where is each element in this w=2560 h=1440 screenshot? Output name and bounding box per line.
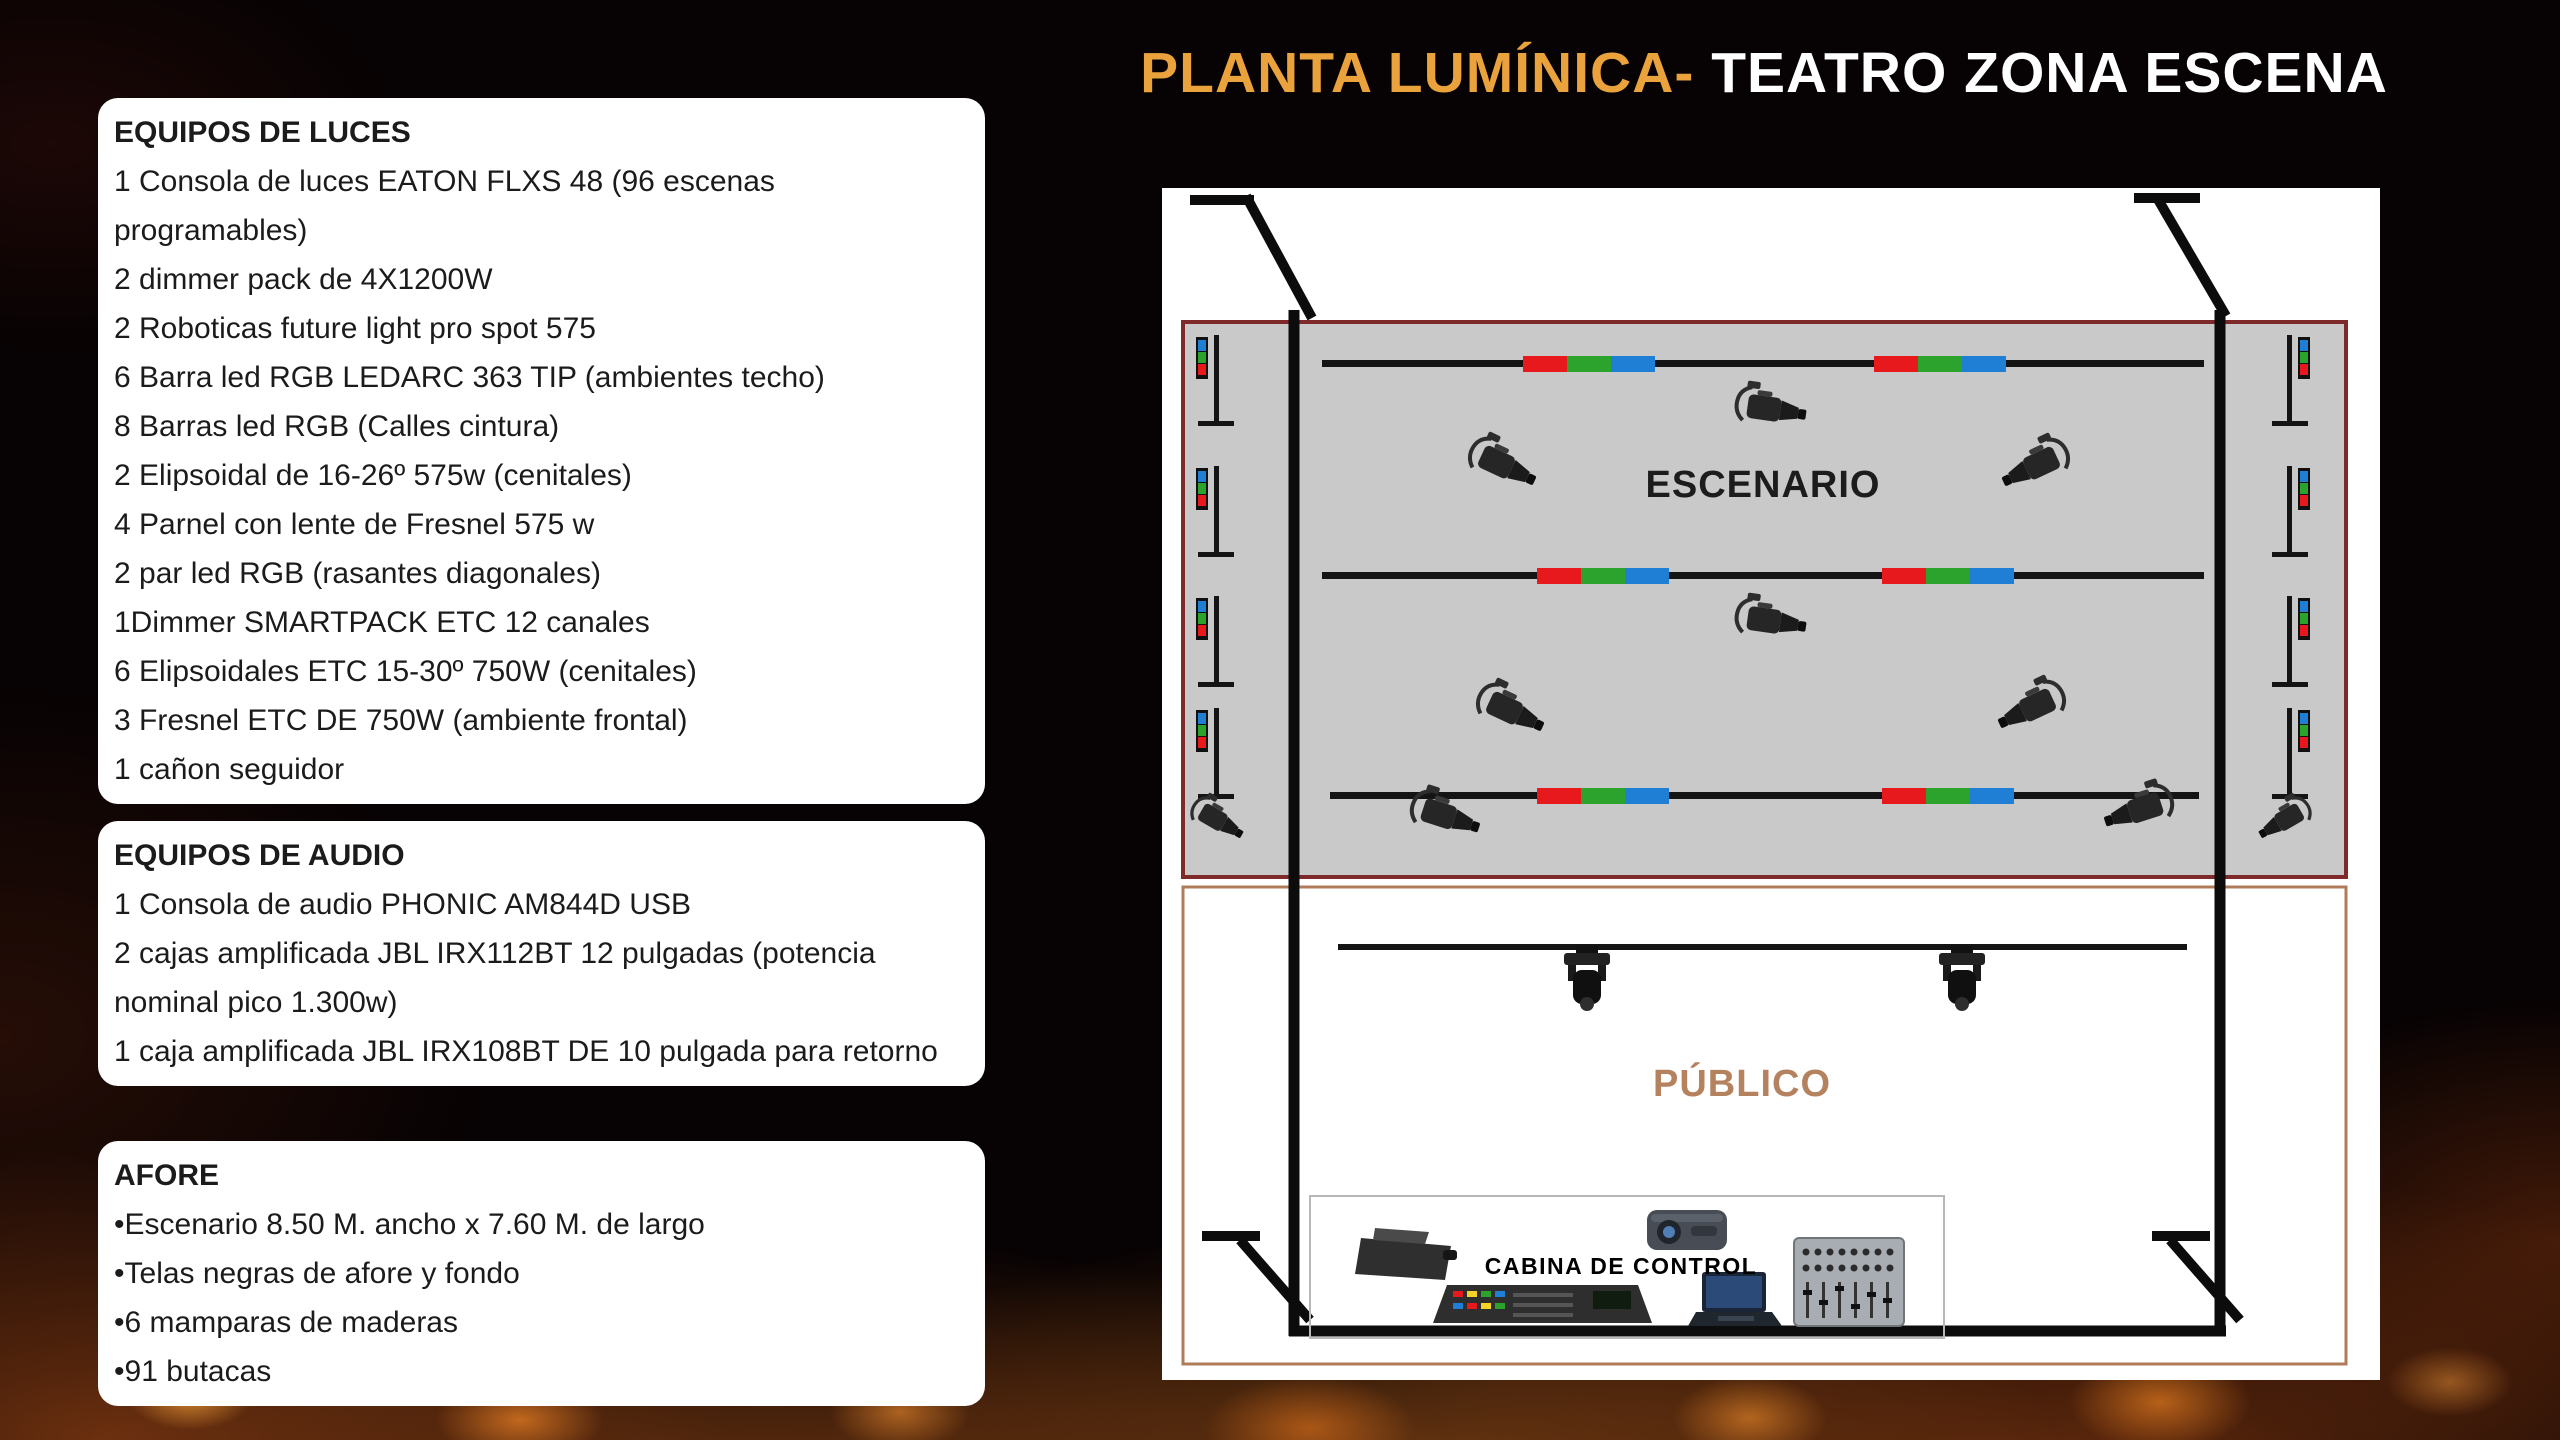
stage-plan-diagram: ESCENARIO PÚBLICO [1162, 188, 2380, 1380]
equipment-item: 1 cañon seguidor [114, 753, 345, 786]
led-bar-rgb [1874, 356, 2006, 372]
led-bar-rgb [1882, 788, 2014, 804]
equipment-item: 4 Parnel con lente de Fresnel 575 w [114, 508, 595, 541]
title-rest: TEATRO ZONA ESCENA [1711, 41, 2388, 105]
panel-title-audio: EQUIPOS DE AUDIO [114, 839, 405, 872]
lighting-console-icon [1433, 1285, 1652, 1323]
afore-item: •Escenario 8.50 M. ancho x 7.60 M. de la… [114, 1208, 705, 1241]
page-title: PLANTA LUMÍNICA- TEATRO ZONA ESCENA [1104, 40, 2424, 106]
led-bar-rgb [1537, 568, 1669, 584]
equipment-item: 6 Elipsoidales ETC 15-30º 750W (cenitale… [114, 655, 697, 688]
equipment-item: 2 cajas amplificada JBL IRX112BT 12 pulg… [114, 937, 876, 1019]
equipment-item: 1 Consola de audio PHONIC AM844D USB [114, 888, 691, 921]
equipment-item: 1Dimmer SMARTPACK ETC 12 canales [114, 606, 650, 639]
audience-pipe [1338, 944, 2187, 950]
led-bar-rgb [1523, 356, 1655, 372]
fog-machine-icon [1355, 1228, 1457, 1280]
laptop-icon [1688, 1272, 1782, 1326]
title-accent: PLANTA LUMÍNICA- [1140, 41, 1695, 105]
stage-label: ESCENARIO [1646, 464, 1881, 506]
booth-label: CABINA DE CONTROL [1485, 1253, 1758, 1279]
stage-plan-svg: ESCENARIO PÚBLICO [1162, 188, 2380, 1380]
truss-frame [1288, 310, 2226, 1337]
equipment-item: 2 dimmer pack de 4X1200W [114, 263, 493, 296]
afore-item: •91 butacas [114, 1355, 272, 1388]
equipment-item: 6 Barra led RGB LEDARC 363 TIP (ambiente… [114, 361, 825, 394]
panel-equipos-de-audio: EQUIPOS DE AUDIO 1 Consola de audio PHON… [98, 821, 985, 1086]
panel-equipos-de-luces: EQUIPOS DE LUCES 1 Consola de luces EATO… [98, 98, 985, 804]
equipment-item: 2 par led RGB (rasantes diagonales) [114, 557, 601, 590]
equipment-item: 8 Barras led RGB (Calles cintura) [114, 410, 560, 443]
equipment-item: 1 caja amplificada JBL IRX108BT DE 10 pu… [114, 1035, 938, 1068]
audience-label: PÚBLICO [1653, 1061, 1831, 1105]
afore-item: •6 mamparas de maderas [114, 1306, 458, 1339]
led-bar-rgb [1882, 568, 2014, 584]
led-bar-rgb [1537, 788, 1669, 804]
audio-mixer-icon [1793, 1237, 1905, 1327]
control-booth-outline [1309, 1195, 1945, 1339]
equipment-item: 2 Elipsoidal de 16-26º 575w (cenitales) [114, 459, 632, 492]
panel-afore: AFORE •Escenario 8.50 M. ancho x 7.60 M.… [98, 1141, 985, 1406]
panel-title-luces: EQUIPOS DE LUCES [114, 116, 411, 149]
afore-item: •Telas negras de afore y fondo [114, 1257, 520, 1290]
equipment-item: 3 Fresnel ETC DE 750W (ambiente frontal) [114, 704, 688, 737]
truss-braces [1190, 193, 2244, 1324]
equipment-item: 2 Roboticas future light pro spot 575 [114, 312, 596, 345]
lighting-battens [1322, 360, 2204, 799]
panel-title-afore: AFORE [114, 1159, 219, 1192]
projector-icon [1647, 1210, 1727, 1250]
equipment-item: 1 Consola de luces EATON FLXS 48 (96 esc… [114, 165, 775, 247]
